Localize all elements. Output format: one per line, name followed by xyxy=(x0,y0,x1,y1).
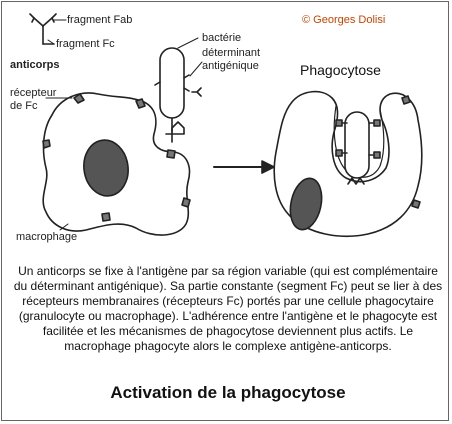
label-recepteur-2: de Fc xyxy=(10,100,38,112)
label-fragment-fab: fragment Fab xyxy=(67,14,133,26)
label-determinant-2: antigénique xyxy=(202,60,259,72)
label-fragment-fc: fragment Fc xyxy=(56,38,115,50)
label-recepteur-1: récepteur xyxy=(10,87,57,99)
fc-receptor-icon xyxy=(401,95,411,105)
fc-receptor-icon xyxy=(42,139,51,149)
fc-receptor-icon xyxy=(373,119,381,127)
fc-receptor-icon xyxy=(373,151,381,159)
copyright-notice: © Georges Dolisi xyxy=(302,14,386,26)
fc-receptor-icon xyxy=(135,98,146,109)
phagocytose-label: Phagocytose xyxy=(300,62,381,78)
fc-receptor-icon xyxy=(411,199,421,209)
fc-receptor-icon xyxy=(73,93,85,104)
fc-receptor-icon xyxy=(166,149,176,159)
label-macrophage: macrophage xyxy=(16,231,78,243)
macrophage-left-nucleus xyxy=(83,139,129,197)
phagocytosis-illustration xyxy=(29,13,423,237)
fc-receptor-icon xyxy=(101,212,111,222)
label-determinant-1: déterminant xyxy=(202,47,261,59)
bacterium-engulfed xyxy=(344,111,370,179)
caption-text: Un anticorps se fixe à l'antigène par sa… xyxy=(13,264,443,353)
fc-receptor-icon xyxy=(335,119,343,127)
fc-receptor-icon xyxy=(181,197,191,208)
antibody-legend-icon xyxy=(29,13,57,45)
label-anticorps: anticorps xyxy=(10,59,60,71)
macrophage-right-nucleus xyxy=(289,177,323,231)
fc-receptor-icon xyxy=(335,149,343,157)
label-bacterie: bactérie xyxy=(202,32,242,44)
figure-title: Activation de la phagocytose xyxy=(110,383,346,402)
bacterium-left xyxy=(159,47,185,119)
